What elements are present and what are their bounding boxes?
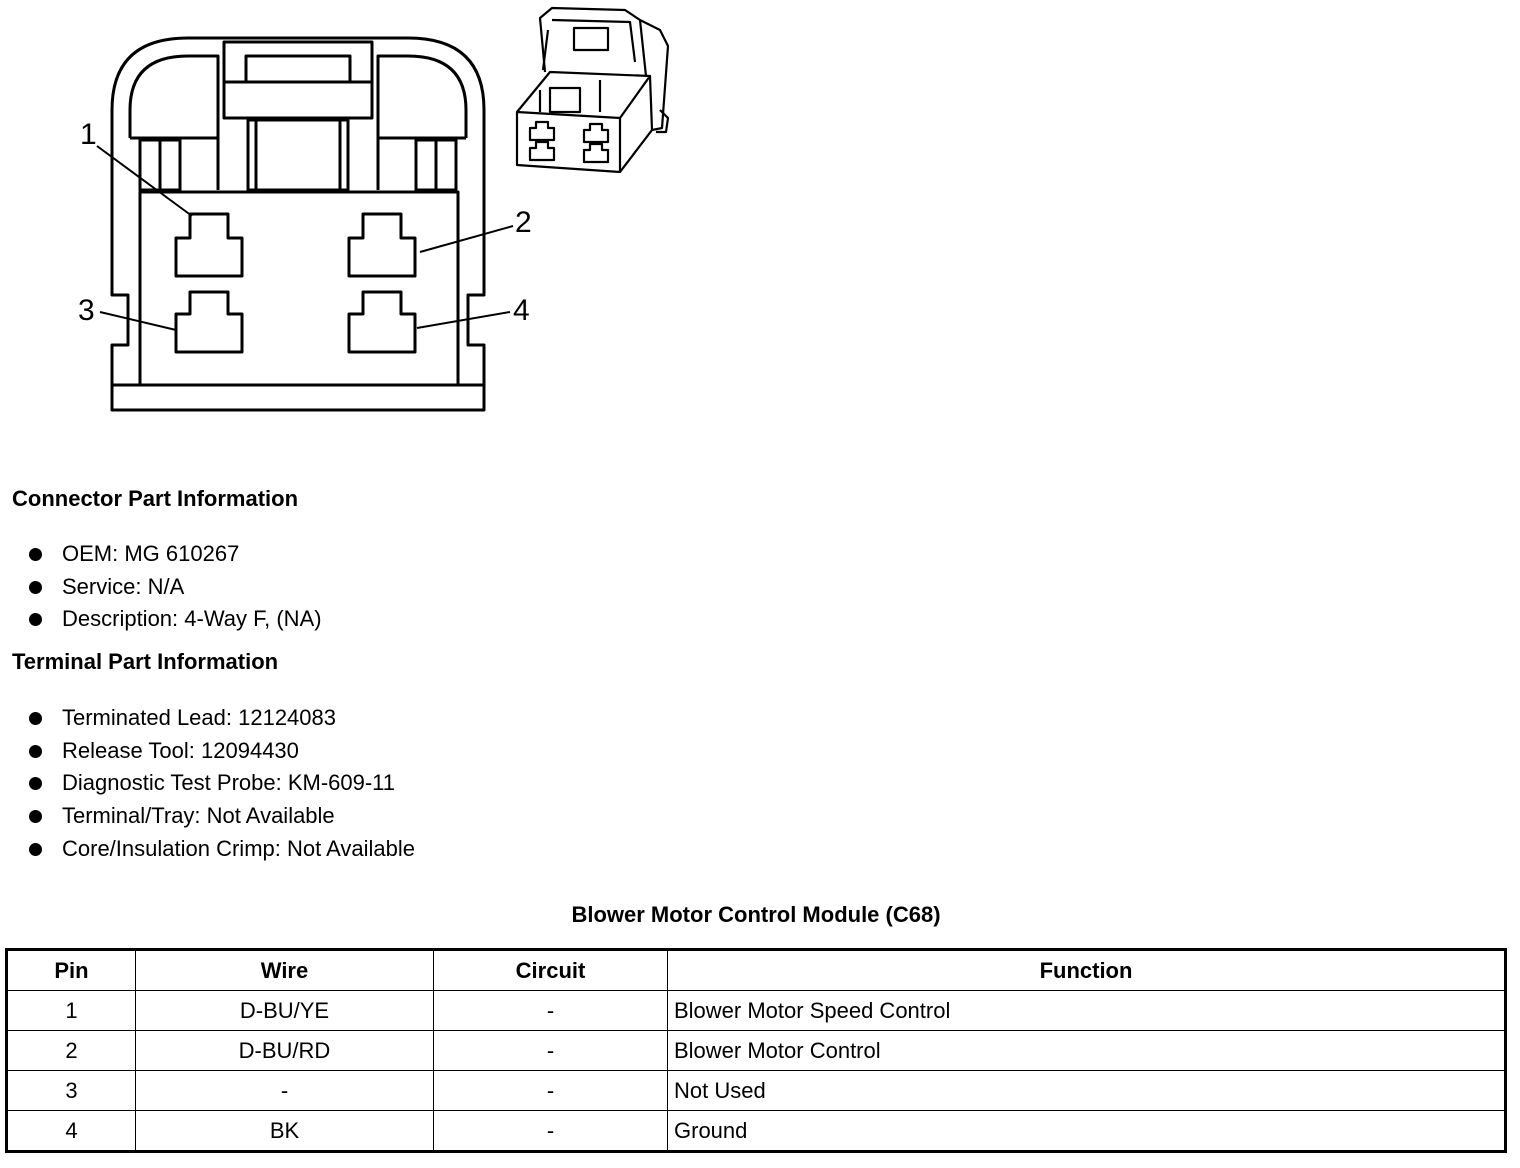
pin-callout-2: 2 (515, 206, 532, 239)
terminal-part-info-heading: Terminal Part Information (12, 649, 279, 674)
function-cell: Ground (667, 1110, 1506, 1152)
circuit-cell: - (433, 1070, 668, 1111)
list-item: Core/Insulation Crimp: Not Available (28, 833, 415, 866)
pin-cell: 4 (6, 1110, 136, 1152)
connector-outline (110, 36, 486, 412)
table-row: 4 BK - Ground (6, 1110, 1506, 1152)
table-row: 1 D-BU/YE - Blower Motor Speed Control (6, 990, 1506, 1031)
pinout-table-title: Blower Motor Control Module (C68) (571, 902, 941, 927)
pinout-table: Pin Wire Circuit Function 1 D-BU/YE - Bl… (5, 948, 1507, 1153)
connector-part-info-list: OEM: MG 610267 Service: N/A Description:… (28, 538, 322, 636)
list-item: Release Tool: 12094430 (28, 735, 415, 768)
list-item: Description: 4-Way F, (NA) (28, 603, 322, 636)
cavity-1 (174, 212, 244, 278)
list-item: Terminal/Tray: Not Available (28, 800, 415, 833)
list-item: Service: N/A (28, 571, 322, 604)
leader-line-3 (99, 311, 177, 331)
cavity-3 (174, 290, 244, 354)
pin-cell: 3 (6, 1070, 136, 1111)
column-header-wire: Wire (135, 949, 434, 991)
circuit-cell: - (433, 990, 668, 1031)
pin-cell: 2 (6, 1030, 136, 1071)
list-item: Diagnostic Test Probe: KM-609-11 (28, 767, 415, 800)
column-header-circuit: Circuit (433, 949, 668, 991)
table-row: 3 - - Not Used (6, 1070, 1506, 1111)
connector-diagram: 1 2 3 4 (78, 6, 670, 412)
wire-cell: D-BU/YE (135, 990, 434, 1031)
wire-cell: - (135, 1070, 434, 1111)
pin-callout-1: 1 (80, 118, 97, 151)
pin-callout-4: 4 (513, 294, 530, 327)
wire-cell: D-BU/RD (135, 1030, 434, 1071)
list-item: Terminated Lead: 12124083 (28, 702, 415, 735)
leader-line-4 (416, 311, 511, 329)
connector-part-info-heading: Connector Part Information (12, 486, 299, 511)
table-row: 2 D-BU/RD - Blower Motor Control (6, 1030, 1506, 1071)
function-cell: Blower Motor Control (667, 1030, 1506, 1071)
leader-line-2 (419, 225, 514, 253)
function-cell: Blower Motor Speed Control (667, 990, 1506, 1031)
wire-cell: BK (135, 1110, 434, 1152)
column-header-function: Function (667, 949, 1506, 991)
list-item: OEM: MG 610267 (28, 538, 322, 571)
pin-cell: 1 (6, 990, 136, 1031)
table-header-row: Pin Wire Circuit Function (6, 949, 1506, 991)
circuit-cell: - (433, 1110, 668, 1152)
leader-line-1 (96, 145, 193, 217)
cavity-4 (347, 290, 417, 354)
cavity-2 (347, 212, 417, 278)
function-cell: Not Used (667, 1070, 1506, 1111)
circuit-cell: - (433, 1030, 668, 1071)
terminal-part-info-list: Terminated Lead: 12124083 Release Tool: … (28, 702, 415, 865)
pin-callout-3: 3 (78, 294, 95, 327)
connector-isometric-view (515, 6, 670, 174)
column-header-pin: Pin (6, 949, 136, 991)
